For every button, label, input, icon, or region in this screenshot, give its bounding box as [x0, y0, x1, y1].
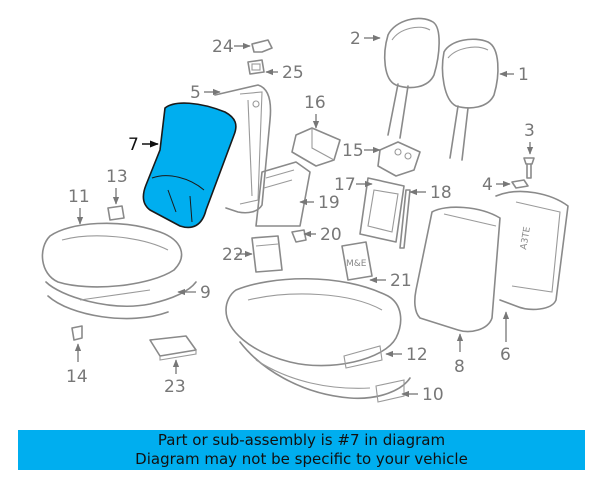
svg-text:14: 14: [66, 367, 88, 387]
svg-text:1: 1: [518, 65, 529, 85]
module-part-23: [149, 335, 197, 361]
svg-text:3: 3: [524, 121, 535, 141]
bracket-part-22: [251, 235, 283, 273]
cover-part-16: [291, 127, 341, 167]
bracket-part-15: [377, 141, 421, 177]
stamp-part-a: A3TE: [519, 226, 533, 251]
callout-18: 18: [409, 183, 452, 203]
bolt-part-3: [523, 157, 535, 179]
svg-text:13: 13: [106, 167, 128, 187]
stamp-part-b: M&E: [346, 259, 367, 269]
svg-text:21: 21: [390, 271, 412, 291]
banner-line-disclaimer: Diagram may not be specific to your vehi…: [135, 450, 468, 468]
callout-13: 13: [106, 167, 128, 205]
seatback-frame-part-5: [214, 84, 272, 214]
panel-part-19: [255, 161, 311, 227]
headrest-part-1: [441, 38, 499, 161]
clip-part-14: [71, 325, 83, 341]
svg-text:18: 18: [430, 183, 452, 203]
svg-text:7: 7: [128, 135, 139, 155]
seatback-pad-part-7: [142, 102, 237, 229]
svg-text:6: 6: [500, 345, 511, 365]
svg-text:15: 15: [342, 141, 364, 161]
svg-text:9: 9: [200, 283, 211, 303]
callout-16: 16: [304, 93, 326, 129]
bracket-part-13: [107, 205, 125, 221]
svg-text:2: 2: [350, 29, 361, 49]
svg-text:25: 25: [282, 63, 304, 83]
frame-part-6: A3TE: [495, 190, 569, 311]
callout-8: 8: [454, 333, 465, 377]
callout-11: 11: [68, 187, 90, 225]
seatback-part-8: [414, 206, 501, 333]
cushion-frame-part-9: [45, 281, 197, 320]
seat-frame-part-10: [239, 341, 411, 403]
clip-part-24: [251, 39, 273, 53]
callout-2: 2: [350, 29, 381, 49]
svg-text:22: 22: [222, 245, 244, 265]
callout-1: 1: [499, 65, 529, 85]
svg-text:23: 23: [164, 377, 186, 397]
svg-text:17: 17: [334, 175, 356, 195]
clip-part-4: [511, 179, 529, 189]
svg-text:24: 24: [212, 37, 234, 57]
banner-line-part: Part or sub-assembly is #7 in diagram: [157, 431, 446, 449]
svg-text:19: 19: [318, 193, 340, 213]
callout-3: 3: [524, 121, 535, 155]
callout-14: 14: [66, 343, 88, 387]
callout-4: 4: [482, 175, 511, 195]
callout-7: 7: [128, 135, 159, 155]
callout-17: 17: [334, 175, 373, 195]
callout-23: 23: [164, 359, 186, 397]
bezel-part-25: [247, 59, 265, 75]
callout-25: 25: [265, 63, 304, 83]
callout-12: 12: [385, 345, 428, 365]
callout-5: 5: [190, 83, 221, 103]
svg-text:12: 12: [406, 345, 428, 365]
trim-part-18: [399, 189, 411, 249]
callout-22: 22: [222, 245, 253, 265]
svg-text:16: 16: [304, 93, 326, 113]
frame-part-17: [359, 177, 405, 243]
callout-6: 6: [500, 311, 511, 365]
callout-20: 20: [303, 225, 342, 245]
svg-text:5: 5: [190, 83, 201, 103]
svg-text:20: 20: [320, 225, 342, 245]
callout-24: 24: [212, 37, 251, 57]
clip-part-20: [291, 229, 307, 243]
callout-9: 9: [177, 283, 211, 303]
parts-diagram: M&E A3TE 1: [41, 17, 569, 405]
svg-text:10: 10: [422, 385, 444, 405]
headrest-part-2: [383, 17, 440, 139]
callout-10: 10: [401, 385, 444, 405]
seat-base-part-12: [225, 277, 402, 369]
svg-text:11: 11: [68, 187, 90, 207]
callout-21: 21: [369, 271, 412, 291]
svg-text:4: 4: [482, 175, 493, 195]
callout-15: 15: [342, 141, 381, 161]
cushion-part-11: [41, 222, 183, 288]
svg-text:8: 8: [454, 357, 465, 377]
callout-19: 19: [299, 193, 340, 213]
info-banner: Part or sub-assembly is #7 in diagram Di…: [18, 430, 585, 470]
latch-part-21: M&E: [341, 241, 373, 281]
